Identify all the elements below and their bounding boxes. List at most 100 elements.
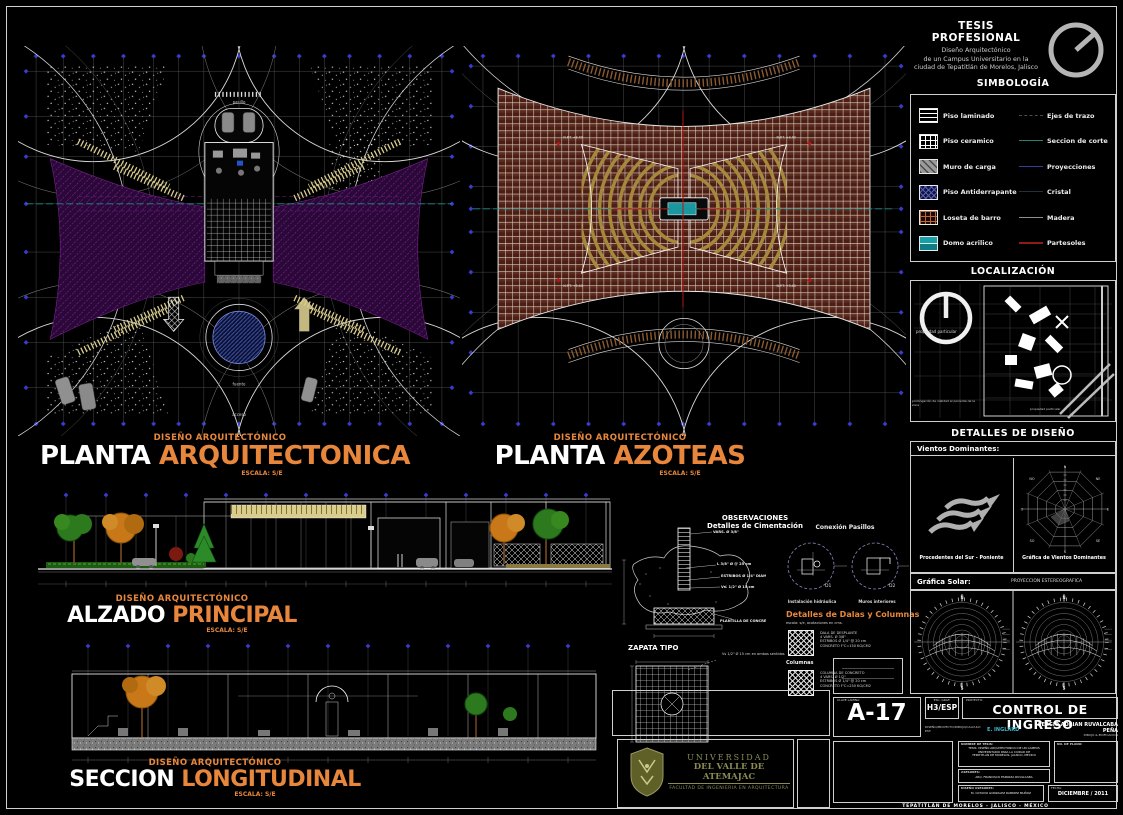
scale-label: ESCALA: S/E xyxy=(241,470,283,478)
legend-label: Muro de carga xyxy=(943,162,996,171)
roof-fan-left-outline xyxy=(580,143,679,274)
legend-label: Domo acrilico xyxy=(943,239,993,248)
obra-line: TESIS: DISEÑO ARQUITECTONICO DE UN CAMPU… xyxy=(968,745,1040,750)
npt-label: N.P.T. +3.40 xyxy=(776,284,795,288)
swatch-loseta-barro xyxy=(919,210,938,226)
rose-label-ne: NE xyxy=(1096,477,1101,481)
obra-line: UNIVERSITARIO PARA LA CIUDAD DE xyxy=(977,749,1031,754)
seccion-title-block: DISEÑO ARQUITECTÓNICO SECCION LONGITUDIN… xyxy=(60,758,370,798)
notes-empty-box xyxy=(612,690,830,736)
zapata-annotation: PLANTILLA DE CONCRETO POBRE xyxy=(720,619,766,623)
plan-title-white: PLANTA xyxy=(494,441,614,471)
line-sample-ejes xyxy=(1019,114,1043,117)
category-label: DISEÑO ARQUITECTÓNICO xyxy=(153,433,287,443)
legend-label: Loseta de barro xyxy=(943,213,1001,222)
label-acceso: acceso xyxy=(232,412,246,417)
project-title: CONTROL DE INGRESO xyxy=(992,701,1088,732)
diseno-line: M. OCTAVIO GONZALEZ RAMIREZ MUÑOZ xyxy=(971,790,1031,795)
dalas-subheading: escala: s/e, acotaciones en cms. xyxy=(786,621,843,625)
rose-label-no: NO xyxy=(1029,477,1035,481)
solar-heading: Gráfica Solar: xyxy=(917,577,971,586)
planta-arq-landscape-stars xyxy=(46,64,432,416)
escala-label: ESC. GRAF: xyxy=(933,698,951,702)
rose-label-so: SO xyxy=(1030,539,1035,543)
plan-title: ALZADO PRINCIPAL xyxy=(52,604,312,627)
project-title-box: PROYECTO: CONTROL DE INGRESO xyxy=(962,697,1118,732)
fecha-value: DICIEMBRE / 2011 xyxy=(1057,790,1109,797)
npt-label: N.P.T. +3.40 xyxy=(563,284,582,288)
rose-caption: Gráfica de Vientos Dominantes xyxy=(1022,556,1106,561)
university-text: UNIVERSIDAD DEL VALLE DE ATEMAJAC FACULT… xyxy=(668,753,790,791)
seccion-vegetation xyxy=(122,675,517,738)
line-sample-madera xyxy=(1019,216,1043,219)
plano-box: NO. DE PLANO: xyxy=(1054,741,1118,783)
tesis-header: TESIS PROFESIONAL Diseño Arquitectónico … xyxy=(912,20,1040,73)
alzado-street-elements xyxy=(132,524,474,570)
scale-bar-box xyxy=(833,658,903,694)
label-fuente: fuente xyxy=(233,382,247,387)
zapata-plan-drawing xyxy=(630,659,717,743)
legend-label: Piso laminado xyxy=(943,111,995,120)
tesis-subtitle-1: Diseño Arquitectónico xyxy=(941,47,1011,54)
alzado-vegetation xyxy=(46,508,610,568)
legend-label: Partesoles xyxy=(1047,239,1086,248)
roof-fan-right-outline xyxy=(689,143,788,274)
legend-label: Proyecciones xyxy=(1047,162,1096,171)
escala-box: ESC. GRAF: H3/ESP xyxy=(925,697,959,719)
asesores-box: ASESORES: ARQ. FRANCISCO ESPARZA RUVALCA… xyxy=(958,769,1050,783)
rose-label-n: N xyxy=(1064,465,1067,469)
planta-arquitectonica-title-block: DISEÑO ARQUITECTÓNICO PLANTA ARQUITECTON… xyxy=(40,433,411,477)
planta-arq-cars xyxy=(55,376,318,411)
rose-label-o: O xyxy=(1021,508,1024,512)
university-line-3: FACULTAD DE INGENIERIA EN ARQUITECTURA xyxy=(669,786,789,791)
legend-label: Piso ceramico xyxy=(943,137,994,146)
planta-azoteas-drawing: N.P.T. +3.40 N.P.T. +3.40 N.P.T. +3.40 N… xyxy=(462,46,906,436)
conexion-details-drawing: D1 D2 xyxy=(787,542,909,590)
npt-label: N.P.T. +3.40 xyxy=(776,135,795,139)
roof-corridor-pergolas xyxy=(567,55,801,363)
plan-title-white: PLANTA xyxy=(40,441,159,471)
conexion-caption-1: Instalación hidráulica xyxy=(787,599,837,604)
line-sample-partesoles xyxy=(1019,242,1043,245)
scale-label: ESCALA: S/E xyxy=(234,791,276,799)
university-shield-icon xyxy=(630,747,664,797)
detail-d1-label: D1 xyxy=(825,583,831,589)
zapata-annotation: Vs. 1/2" Ø 15 cm xyxy=(721,584,755,589)
dala-detail-square xyxy=(788,630,814,656)
university-line-1: UNIVERSIDAD xyxy=(687,753,771,762)
wind-arrows-icon xyxy=(928,494,1000,534)
wind-rose-chart: N NE E SE S SO O NO xyxy=(1021,465,1109,554)
legend-label: Cristal xyxy=(1047,188,1071,197)
sheet-number: A-17 xyxy=(847,699,907,726)
plan-title-white: SECCION xyxy=(69,767,182,792)
category-label: DISEÑO ARQUITECTÓNICO xyxy=(553,433,687,443)
swatch-muro-carga xyxy=(919,159,938,175)
category-label: DISEÑO ARQUITECTÓNICO xyxy=(148,758,282,768)
legend-label: Ejes de trazo xyxy=(1047,111,1095,120)
zapata-detail-drawing: VARS. Ø 3/8" L 3/8" Ø @ 25 cm ESTRIBOS Ø… xyxy=(622,527,766,638)
planta-arq-arrows xyxy=(162,296,315,332)
seccion-longitudinal-drawing xyxy=(71,643,597,763)
escala-value: H3/ESP xyxy=(926,702,958,712)
simbologia-heading: SIMBOLOGÍA xyxy=(976,78,1050,89)
solar-header-row: Gráfica Solar: PROYECCION ESTEREOGRAFICA xyxy=(910,573,1116,590)
label-pasillo: pasillo xyxy=(233,99,246,104)
obra-label: NOMBRE DE TESIS: xyxy=(961,742,994,746)
columnas-label: Columnas xyxy=(786,660,814,666)
conexion-heading: Conexión Pasillos xyxy=(815,524,875,531)
tesis-subtitle-2: de un Campus Universitario en la xyxy=(923,55,1029,63)
obra-box: NOMBRE DE TESIS: TESIS: DISEÑO ARQUITECT… xyxy=(958,741,1050,767)
signature-author: SERGIO ADRIAN RUVALCABA PEÑA xyxy=(1037,722,1118,735)
roof-bottom-ring xyxy=(658,317,710,370)
wind-caption: Procedentes del Sur - Poniente xyxy=(919,556,1004,561)
planta-arq-fountain xyxy=(199,298,279,377)
tesis-subtitle-3: ciudad de Tepatitlán de Morelos, Jalisco xyxy=(914,64,1038,71)
sun-path-charts xyxy=(912,591,1114,693)
vientos-divider xyxy=(1013,458,1014,572)
scale-label: ESCALA: S/E xyxy=(206,627,248,635)
sheet-number-label: CLAVE LAMINA: xyxy=(837,698,861,702)
diseno-box: DISEÑO ASESORES: M. OCTAVIO GONZALEZ RAM… xyxy=(958,785,1044,802)
localizacion-map xyxy=(914,284,1115,419)
zapata-label: ZAPATA TIPO xyxy=(628,644,679,652)
